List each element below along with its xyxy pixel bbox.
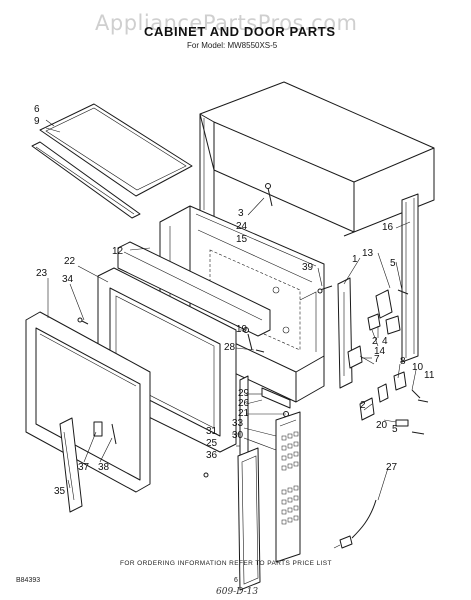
door-screw: [77, 317, 89, 325]
callout-9: 9: [34, 116, 40, 127]
callout-7: 7: [374, 354, 380, 365]
cabinet-screw: [265, 183, 273, 207]
callout-2: 2: [372, 336, 378, 347]
callout-37: 37: [78, 462, 90, 473]
callout-31: 31: [206, 426, 218, 437]
callout-10: 10: [412, 362, 424, 373]
keypad-grid: [281, 431, 299, 525]
callout-2-lower: 2: [360, 400, 366, 411]
callout-38: 38: [98, 462, 110, 473]
door-outer-panel: [25, 311, 151, 493]
callout-36: 36: [206, 450, 218, 461]
callout-25: 25: [206, 438, 218, 449]
callout-3: 3: [238, 208, 244, 219]
callout-39: 39: [302, 262, 314, 273]
callout-14: 14: [374, 346, 386, 357]
wire-harness: [333, 499, 377, 549]
latch-bracket: [93, 421, 117, 445]
callout-33: 33: [232, 418, 244, 429]
callout-5-lower: 5: [392, 424, 398, 435]
outer-cabinet: [199, 81, 435, 237]
callout-30: 30: [232, 430, 244, 441]
callout-5: 5: [390, 258, 396, 269]
callout-20: 20: [376, 420, 388, 431]
page-number: 6: [234, 577, 238, 584]
callout-28: 28: [224, 342, 236, 353]
callout-6: 6: [34, 104, 40, 115]
touch-keypad: [237, 447, 261, 591]
switch-bracket: [337, 277, 353, 389]
callout-11: 11: [424, 370, 435, 381]
leader-lines: [45, 119, 417, 501]
callout-15: 15: [236, 234, 248, 245]
fastener-screws: [203, 285, 429, 478]
callout-16: 16: [382, 222, 394, 233]
diagram-title: CABINET AND DOOR PARTS: [144, 24, 336, 39]
callout-34: 34: [62, 274, 74, 285]
door-handle-bracket: [59, 417, 83, 513]
callout-29: 29: [238, 388, 250, 399]
callout-27: 27: [386, 462, 398, 473]
ordering-note: FOR ORDERING INFORMATION REFER TO PARTS …: [120, 560, 332, 567]
callout-4: 4: [382, 336, 388, 347]
document-code: B84393: [16, 577, 40, 584]
callout-21: 21: [238, 408, 250, 419]
watermark: AppliancePartsPros.com: [95, 11, 358, 35]
callout-24: 24: [236, 221, 248, 232]
interlock-switches: [347, 289, 409, 427]
callout-1: 1: [352, 254, 358, 265]
callout-23: 23: [36, 268, 48, 279]
handwritten-code: 609-D-13: [216, 587, 258, 597]
callout-35: 35: [54, 486, 66, 497]
door-choke-frame: [117, 241, 271, 337]
callout-8: 8: [400, 356, 406, 367]
callout-26: 26: [238, 398, 250, 409]
glass-panel: [31, 103, 193, 219]
callout-19: 19: [236, 324, 248, 335]
callout-13: 13: [362, 248, 374, 259]
callout-12: 12: [112, 246, 124, 257]
callout-labels: 6 9 3 24 15 12 16 13 1 39 5 22 34 23 19 …: [34, 104, 435, 497]
side-panel: [401, 193, 419, 363]
model-subtitle: For Model: MW8550XS-5: [187, 41, 278, 50]
callout-22: 22: [64, 256, 76, 267]
